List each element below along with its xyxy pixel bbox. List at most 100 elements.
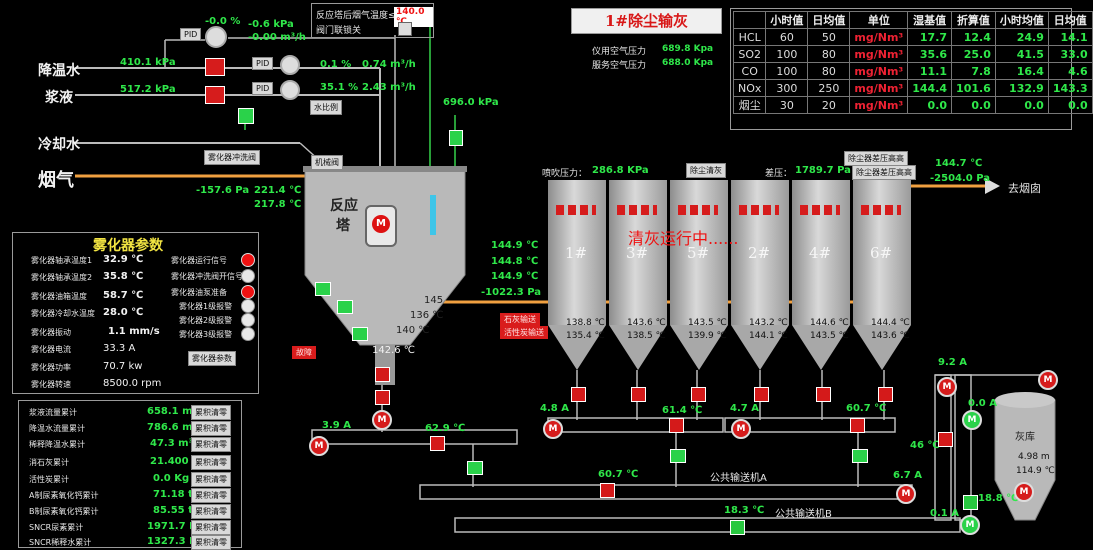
emissions-header: 日均值 — [807, 11, 851, 29]
reset-total-button[interactable]: 累积清零 — [191, 535, 231, 550]
reset-total-button[interactable]: 累积清零 — [191, 437, 231, 452]
control-valve-icon[interactable] — [205, 26, 227, 48]
mid2-conveyor-temp: 60.7 ℃ — [846, 403, 887, 414]
rotary-valve-icon[interactable] — [352, 327, 368, 341]
valve-icon[interactable] — [449, 130, 463, 146]
page-title: 1#除尘输灰 — [571, 8, 722, 34]
atomizer-rinse-valve-button[interactable]: 雾化器冲洗阀 — [204, 150, 260, 165]
silo-discharge-valve-icon[interactable] — [571, 387, 586, 402]
fault-alarm[interactable]: 故障 — [292, 346, 316, 359]
elevator-temp-1: 46 ℃ — [910, 440, 940, 451]
converted-value: 7.8 — [951, 62, 996, 80]
motor-icon[interactable]: M — [543, 419, 563, 439]
control-valve-icon[interactable] — [205, 58, 225, 76]
pid-button-2[interactable]: PID — [252, 57, 274, 70]
status-indicator — [241, 253, 255, 267]
hour-average: 132.9 — [994, 79, 1049, 97]
carbon-feed-button[interactable]: 活性炭输送 — [500, 326, 548, 339]
diff-pressure-label: 差压： — [765, 169, 793, 179]
status-label: 雾化器2级报警 — [179, 316, 233, 325]
atomizer-motor-icon[interactable]: M — [365, 205, 397, 247]
ash-silo-label: 灰库 — [1015, 432, 1035, 443]
motor-icon[interactable]: M — [960, 515, 980, 535]
silo-label: 2# — [748, 244, 771, 262]
pollutant-name: 烟尘 — [732, 96, 767, 114]
discharge-valve-icon[interactable] — [375, 390, 390, 405]
reset-total-button[interactable]: 累积清零 — [191, 504, 231, 519]
wet-value: 17.7 — [907, 28, 953, 46]
pid-button-3[interactable]: PID — [252, 82, 274, 95]
motor-icon[interactable]: M — [1038, 370, 1058, 390]
unit: mg/Nm³ — [849, 28, 909, 46]
motor-icon[interactable]: M — [937, 377, 957, 397]
elevator-current-2: 0.0 A — [968, 398, 997, 409]
status-label: 雾化器1级报警 — [179, 302, 233, 311]
valve-interlock-label: 阀门联锁关 — [316, 26, 362, 36]
silo-discharge-valve-icon[interactable] — [754, 387, 769, 402]
control-valve-icon[interactable] — [280, 55, 300, 75]
motor-icon[interactable]: M — [896, 484, 916, 504]
motor-icon[interactable]: M — [309, 436, 329, 456]
transfer-valve-icon[interactable] — [670, 449, 686, 463]
service-air-value: 688.0 Kpa — [662, 58, 714, 68]
dp-high-alarm-2[interactable]: 除尘器差压高高 — [852, 165, 916, 180]
discharge-valve-icon[interactable] — [375, 367, 390, 382]
reset-total-button[interactable]: 累积清零 — [191, 421, 231, 436]
motor-icon[interactable]: M — [372, 410, 392, 430]
reset-total-button[interactable]: 累积清零 — [191, 520, 231, 535]
converted-value: 12.4 — [951, 28, 996, 46]
reset-total-button[interactable]: 累积清零 — [191, 455, 231, 470]
public-conveyor-b-temp: 18.3 ℃ — [724, 505, 765, 516]
silo-discharge-valve-icon[interactable] — [878, 387, 893, 402]
silo-label: 3# — [626, 244, 649, 262]
param-value: 70.7 kw — [103, 361, 143, 372]
day-limit: 80 — [807, 45, 851, 63]
silo-temp-1: 144.4 ℃ — [871, 318, 910, 328]
param-label: 雾化器油箱温度 — [31, 292, 87, 301]
lime-feed-button[interactable]: 石灰输送 — [500, 313, 540, 326]
silo: 4# 144.6 ℃ 143.5 ℃ — [792, 180, 850, 375]
reset-total-button[interactable]: 累积清零 — [191, 472, 231, 487]
valve-icon[interactable] — [238, 108, 254, 124]
service-air-label: 服务空气压力 — [592, 61, 647, 71]
motor-icon[interactable]: M — [731, 419, 751, 439]
status-label: 雾化器3级报警 — [179, 330, 233, 339]
transfer-valve-icon[interactable] — [852, 449, 868, 463]
dp-high-alarm-1[interactable]: 除尘器差压高高 — [844, 151, 908, 166]
mid2-conveyor-current: 4.7 A — [730, 403, 759, 414]
control-valve-icon[interactable] — [280, 80, 300, 100]
silo-label: 1# — [565, 244, 588, 262]
day-limit: 250 — [807, 79, 851, 97]
transfer-valve-icon[interactable] — [467, 461, 483, 475]
pulse-valve-icon — [556, 205, 596, 215]
control-valve-icon[interactable] — [205, 86, 225, 104]
tower-temp-136: 136 ℃ — [410, 310, 444, 321]
emissions-header: 日均值 — [1047, 11, 1093, 29]
public-conveyor-b-label: 公共输送机B — [775, 509, 832, 520]
motor-icon[interactable]: M — [962, 410, 982, 430]
silo-discharge-valve-icon[interactable] — [816, 387, 831, 402]
left-conveyor-current: 3.9 A — [322, 420, 351, 431]
unit: mg/Nm³ — [849, 96, 909, 114]
flue-gas-inlet-label: 烟气 — [38, 170, 74, 191]
pid-button-1[interactable]: PID — [180, 28, 202, 41]
pollutant-name: NOx — [732, 79, 767, 97]
dust-clean-button[interactable]: 除尘清灰 — [686, 163, 726, 178]
water-ratio-button[interactable]: 水比例 — [310, 100, 342, 115]
total-label: 浆液流量累计 — [29, 408, 77, 417]
valve1-percent: -0.0 % — [205, 16, 241, 27]
mechanical-valve-button[interactable]: 机械阀 — [311, 155, 343, 170]
rotary-valve-icon[interactable] — [315, 282, 331, 296]
reset-total-button[interactable]: 累积清零 — [191, 488, 231, 503]
silo-discharge-valve-icon[interactable] — [691, 387, 706, 402]
atomizer-params-button[interactable]: 雾化器参数 — [188, 351, 236, 366]
motor-icon[interactable]: M — [1014, 482, 1034, 502]
reset-total-button[interactable]: 累积清零 — [191, 405, 231, 420]
silo-discharge-valve-icon[interactable] — [631, 387, 646, 402]
temp-sensor-icon — [963, 495, 978, 510]
interlock-toggle[interactable] — [398, 22, 412, 36]
silo-temp-2: 144.1 ℃ — [749, 331, 788, 341]
rotary-valve-icon[interactable] — [337, 300, 353, 314]
day-limit: 80 — [807, 62, 851, 80]
elevator-temp-2: 18.8 ℃ — [978, 493, 1019, 504]
